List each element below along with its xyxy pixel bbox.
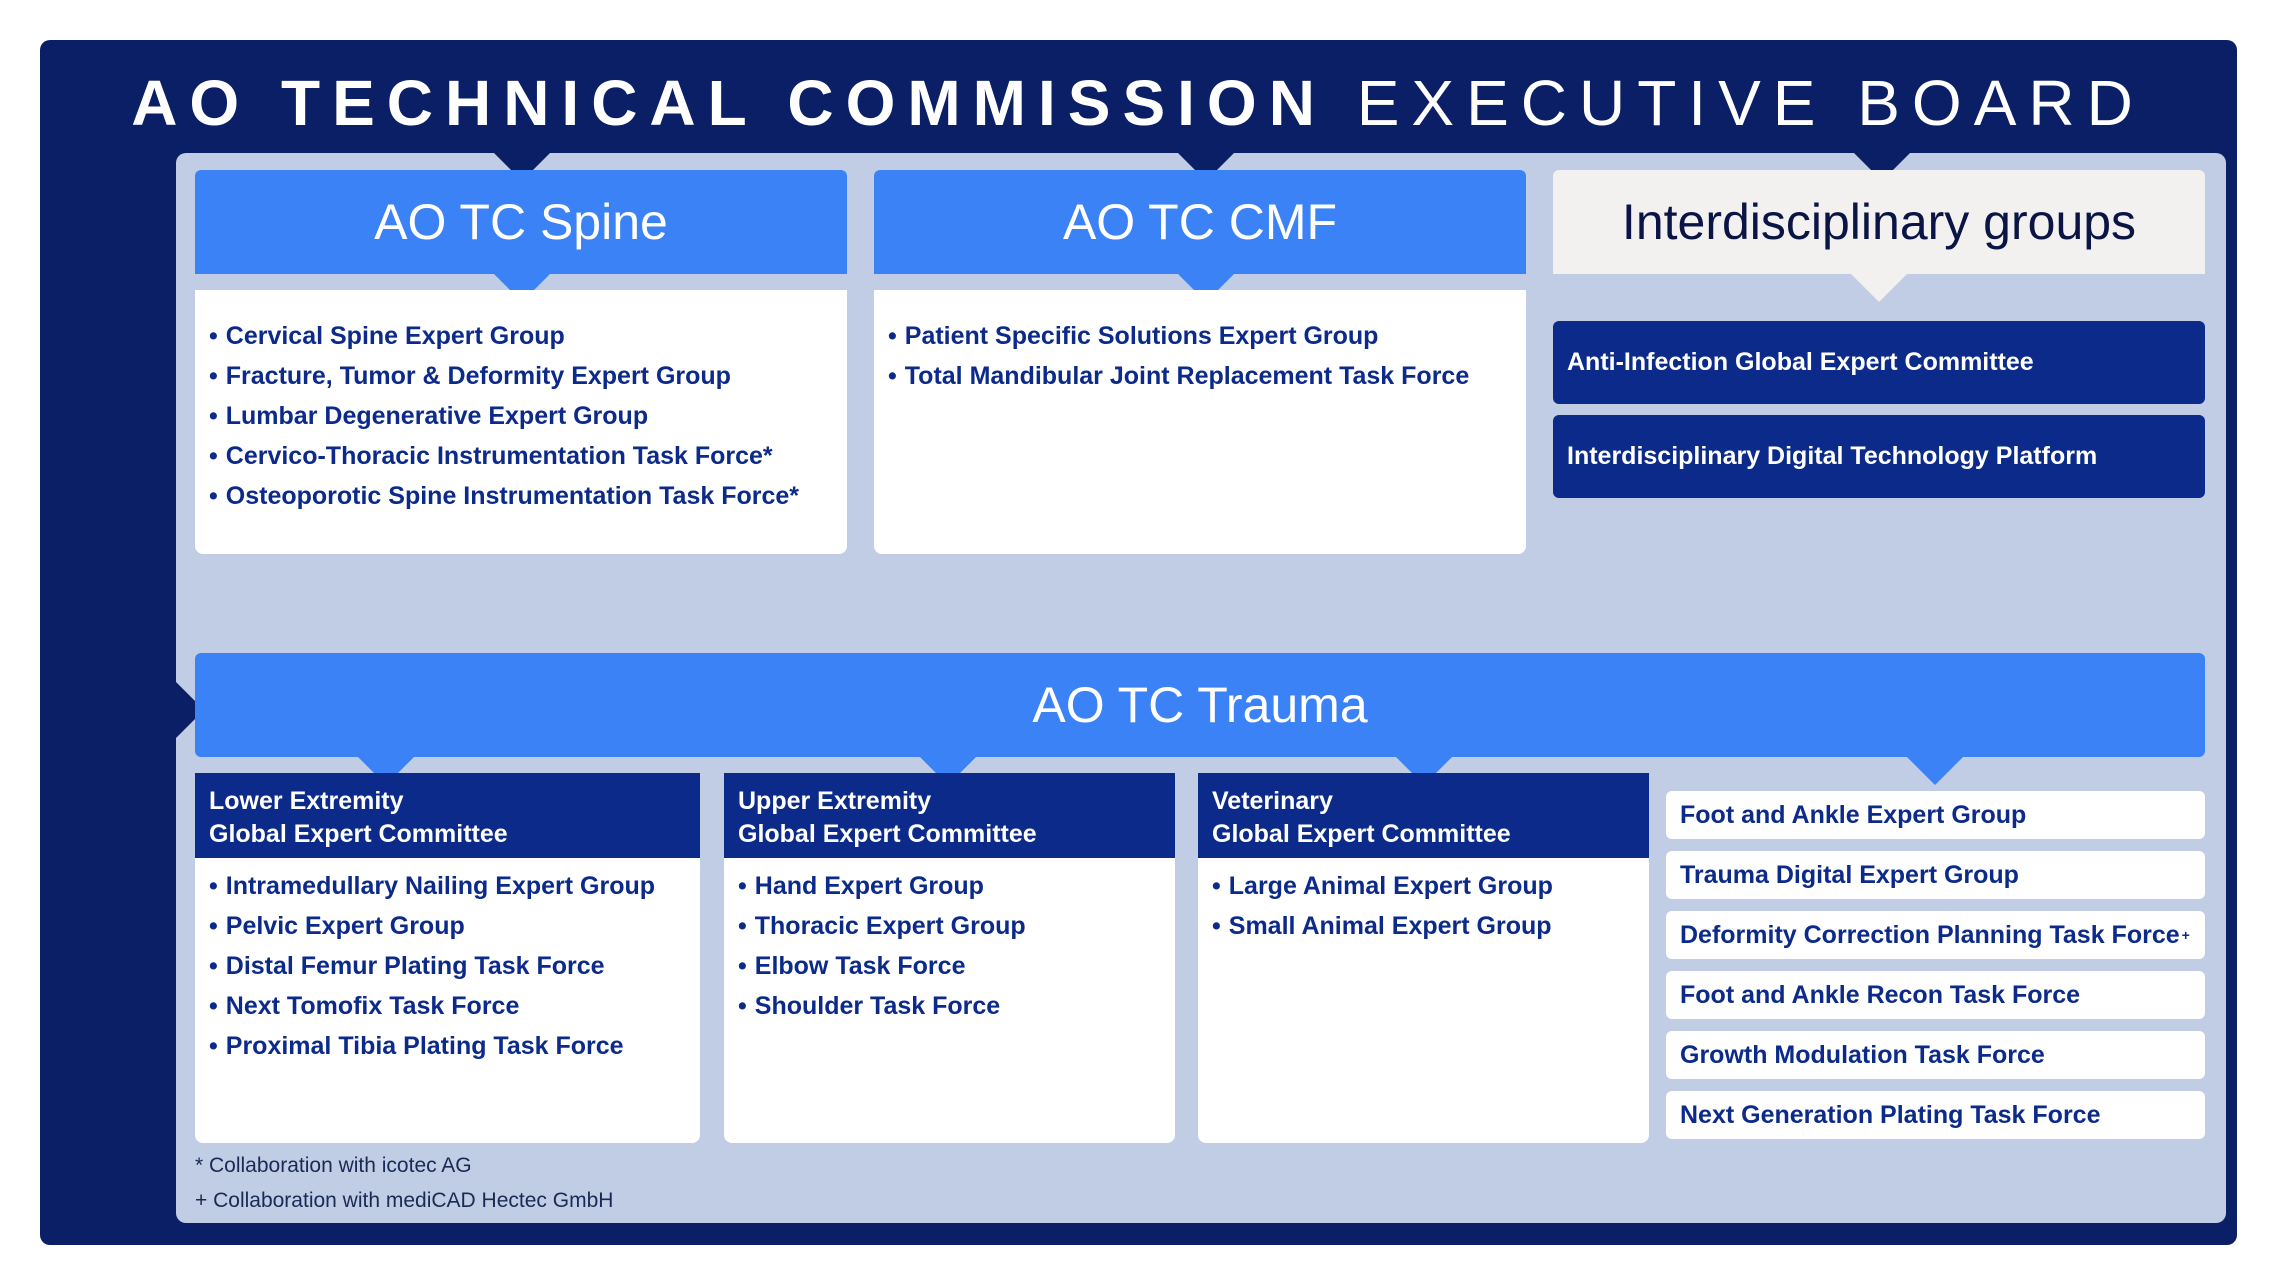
lower-extremity-item: Next Tomofix Task Force [209,986,700,1026]
trauma-group-label: Growth Modulation Task Force [1680,1040,2045,1069]
upper-extremity-line1: Upper Extremity [738,787,932,815]
spine-item: Lumbar Degenerative Expert Group [209,396,847,436]
spine-card: Cervical Spine Expert Group Fracture, Tu… [195,290,847,554]
interdisciplinary-header-label: Interdisciplinary groups [1621,194,2137,250]
digital-technology-platform: Interdisciplinary Digital Technology Pla… [1553,415,2205,498]
upper-extremity-item: Thoracic Expert Group [738,906,1175,946]
footnote-medicad: + Collaboration with mediCAD Hectec GmbH [195,1189,614,1212]
veterinary-line2: Global Expert Committee [1212,820,1511,848]
veterinary-list: Large Animal Expert Group Small Animal E… [1212,866,1649,946]
trauma-group-label: Foot and Ankle Recon Task Force [1680,980,2081,1009]
trauma-group-item: Deformity Correction Planning Task Force… [1666,911,2205,959]
trauma-group-label: Foot and Ankle Expert Group [1680,800,2027,829]
cmf-header: AO TC CMF [874,170,1526,274]
upper-extremity-header: Upper Extremity Global Expert Committee [724,773,1175,858]
cmf-list: Patient Specific Solutions Expert Group … [888,316,1526,396]
upper-extremity-item: Shoulder Task Force [738,986,1175,1026]
lower-extremity-line1: Lower Extremity [209,787,404,815]
lower-extremity-item: Pelvic Expert Group [209,906,700,946]
spine-header-label: AO TC Spine [374,194,668,250]
lower-extremity-item: Intramedullary Nailing Expert Group [209,866,700,906]
title-bold: AO TECHNICAL COMMISSION [131,67,1327,139]
anti-infection-label: Anti-Infection Global Expert Committee [1567,348,2034,376]
trauma-header: AO TC Trauma [195,653,2205,757]
cmf-item: Total Mandibular Joint Replacement Task … [888,356,1526,396]
veterinary-item: Large Animal Expert Group [1212,866,1649,906]
lower-extremity-card: Intramedullary Nailing Expert Group Pelv… [195,858,700,1143]
upper-extremity-card: Hand Expert Group Thoracic Expert Group … [724,858,1175,1143]
upper-extremity-list: Hand Expert Group Thoracic Expert Group … [738,866,1175,1026]
cmf-header-label: AO TC CMF [1062,194,1338,250]
digital-platform-label: Interdisciplinary Digital Technology Pla… [1567,442,2098,470]
lower-extremity-line2: Global Expert Committee [209,820,508,848]
footnote-icotec: * Collaboration with icotec AG [195,1154,472,1177]
veterinary-header: Veterinary Global Expert Committee [1198,773,1649,858]
trauma-group-item: Trauma Digital Expert Group [1666,851,2205,899]
trauma-group-label: Deformity Correction Planning Task Force [1680,920,2180,949]
trauma-group-item: Foot and Ankle Expert Group [1666,791,2205,839]
trauma-header-label: AO TC Trauma [1032,677,1368,733]
trauma-group-item: Next Generation Plating Task Force [1666,1091,2205,1139]
title-light: EXECUTIVE BOARD [1356,67,2145,139]
upper-extremity-item: Hand Expert Group [738,866,1175,906]
spine-item: Cervical Spine Expert Group [209,316,847,356]
plus-footnote-mark: + [2181,927,2190,943]
spine-header: AO TC Spine [195,170,847,274]
upper-extremity-line2: Global Expert Committee [738,820,1037,848]
spine-item: Osteoporotic Spine Instrumentation Task … [209,476,847,516]
spine-list: Cervical Spine Expert Group Fracture, Tu… [209,316,847,516]
veterinary-item: Small Animal Expert Group [1212,906,1649,946]
cmf-card: Patient Specific Solutions Expert Group … [874,290,1526,554]
trauma-arrow-groups [1907,757,1963,785]
spine-item: Fracture, Tumor & Deformity Expert Group [209,356,847,396]
veterinary-line1: Veterinary [1212,787,1333,815]
spine-item: Cervico-Thoracic Instrumentation Task Fo… [209,436,847,476]
lower-extremity-item: Distal Femur Plating Task Force [209,946,700,986]
interdisciplinary-header: Interdisciplinary groups [1553,170,2205,274]
trauma-group-label: Trauma Digital Expert Group [1680,860,2019,889]
veterinary-card: Large Animal Expert Group Small Animal E… [1198,858,1649,1143]
footnotes: * Collaboration with icotec AG + Collabo… [195,1148,613,1218]
trauma-group-item: Foot and Ankle Recon Task Force [1666,971,2205,1019]
interdisciplinary-header-arrow [1851,274,1907,302]
lower-extremity-item: Proximal Tibia Plating Task Force [209,1026,700,1066]
lower-extremity-list: Intramedullary Nailing Expert Group Pelv… [209,866,700,1066]
trauma-group-item: Growth Modulation Task Force [1666,1031,2205,1079]
upper-extremity-item: Elbow Task Force [738,946,1175,986]
lower-extremity-header: Lower Extremity Global Expert Committee [195,773,700,858]
anti-infection-committee: Anti-Infection Global Expert Committee [1553,321,2205,404]
trauma-group-label: Next Generation Plating Task Force [1680,1100,2101,1129]
cmf-item: Patient Specific Solutions Expert Group [888,316,1526,356]
page-title: AO TECHNICAL COMMISSION EXECUTIVE BOARD [0,68,2276,138]
